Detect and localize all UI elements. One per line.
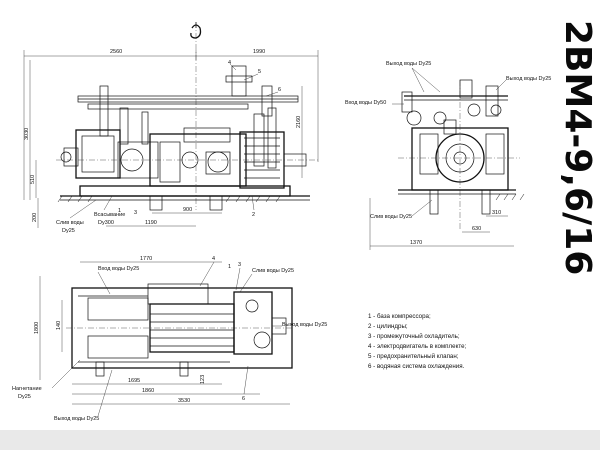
bottom-band	[0, 430, 600, 450]
dim-510: 510	[30, 175, 36, 184]
dim-2560: 2560	[110, 49, 122, 55]
dim-1770: 1770	[140, 256, 152, 262]
side-water-out-b: Выход воды Dy25	[506, 76, 551, 82]
dim-1695: 1695	[128, 378, 140, 384]
legend-item-3: 3 - промежуточный охладитель;	[368, 333, 460, 340]
plan-callout-4: 4	[212, 256, 215, 262]
dim-1190: 1190	[145, 220, 157, 226]
callout-5: 5	[258, 69, 261, 75]
dim-123: 123	[200, 375, 206, 384]
side-view: 310 630 1370 Выход воды Dy25 Выход воды …	[345, 61, 551, 250]
front-view: 2560 1990 3030 2160 510 200	[23, 22, 319, 234]
side-drain: Слив воды Dy25	[370, 214, 412, 220]
callout-2-front: 3	[134, 210, 137, 216]
plan-discharge-dy: Dy25	[18, 394, 31, 400]
legend-item-5: 5 - предохранительный клапан;	[368, 353, 459, 360]
plan-callout-3: 3	[238, 262, 241, 268]
plan-drain: Слив воды Dy25	[252, 268, 294, 274]
side-water-in: Вход воды Dy50	[345, 100, 386, 106]
callout-6: 6	[278, 87, 281, 93]
dim-1860: 1860	[142, 388, 154, 394]
dim-1370: 1370	[410, 240, 422, 246]
dim-900: 900	[183, 207, 192, 213]
dim-200: 200	[32, 213, 38, 222]
dim-1990: 1990	[253, 49, 265, 55]
legend-item-6: 6 - водяная система охлаждения.	[368, 363, 465, 370]
legend-item-4: 4 - электродвигатель в комплекте;	[368, 343, 467, 350]
plan-water-out-bottom: Выход воды Dy25	[54, 416, 99, 422]
callout-2: 2	[252, 212, 255, 218]
intake-dy: Dy300	[98, 220, 114, 226]
dim-140: 140	[56, 321, 62, 330]
drain-dy: Dy25	[62, 228, 75, 234]
legend-item-2: 2 - цилиндры;	[368, 323, 408, 330]
plan-water-in: Вход воды Dy25	[98, 266, 139, 272]
dim-3030: 3030	[24, 128, 30, 140]
dim-1800: 1800	[34, 322, 40, 334]
dim-310: 310	[492, 210, 501, 216]
dim-3530: 3530	[178, 398, 190, 404]
plan-discharge: Нагнетание	[12, 386, 42, 392]
legend-item-1: 1 - база компрессора;	[368, 313, 431, 320]
model-title: 2ВМ4-9,6/16	[557, 20, 598, 275]
plan-view: 1770 1800 140 1695 1860 3530	[12, 256, 327, 422]
callout-1: 1	[118, 208, 121, 214]
plan-callout-6: 6	[242, 396, 245, 402]
plan-callout-1: 1	[228, 264, 231, 270]
intake-label: Всасывание	[94, 212, 125, 218]
legend: 1 - база компрессора; 2 - цилиндры; 3 - …	[368, 313, 467, 370]
dim-2160: 2160	[296, 116, 302, 128]
drain-label: Слив воды	[56, 220, 84, 226]
side-water-out-a: Выход воды Dy25	[386, 61, 431, 67]
plan-water-out-right: Выход воды Dy25	[282, 322, 327, 328]
dim-630: 630	[472, 226, 481, 232]
callout-4: 4	[228, 60, 231, 66]
